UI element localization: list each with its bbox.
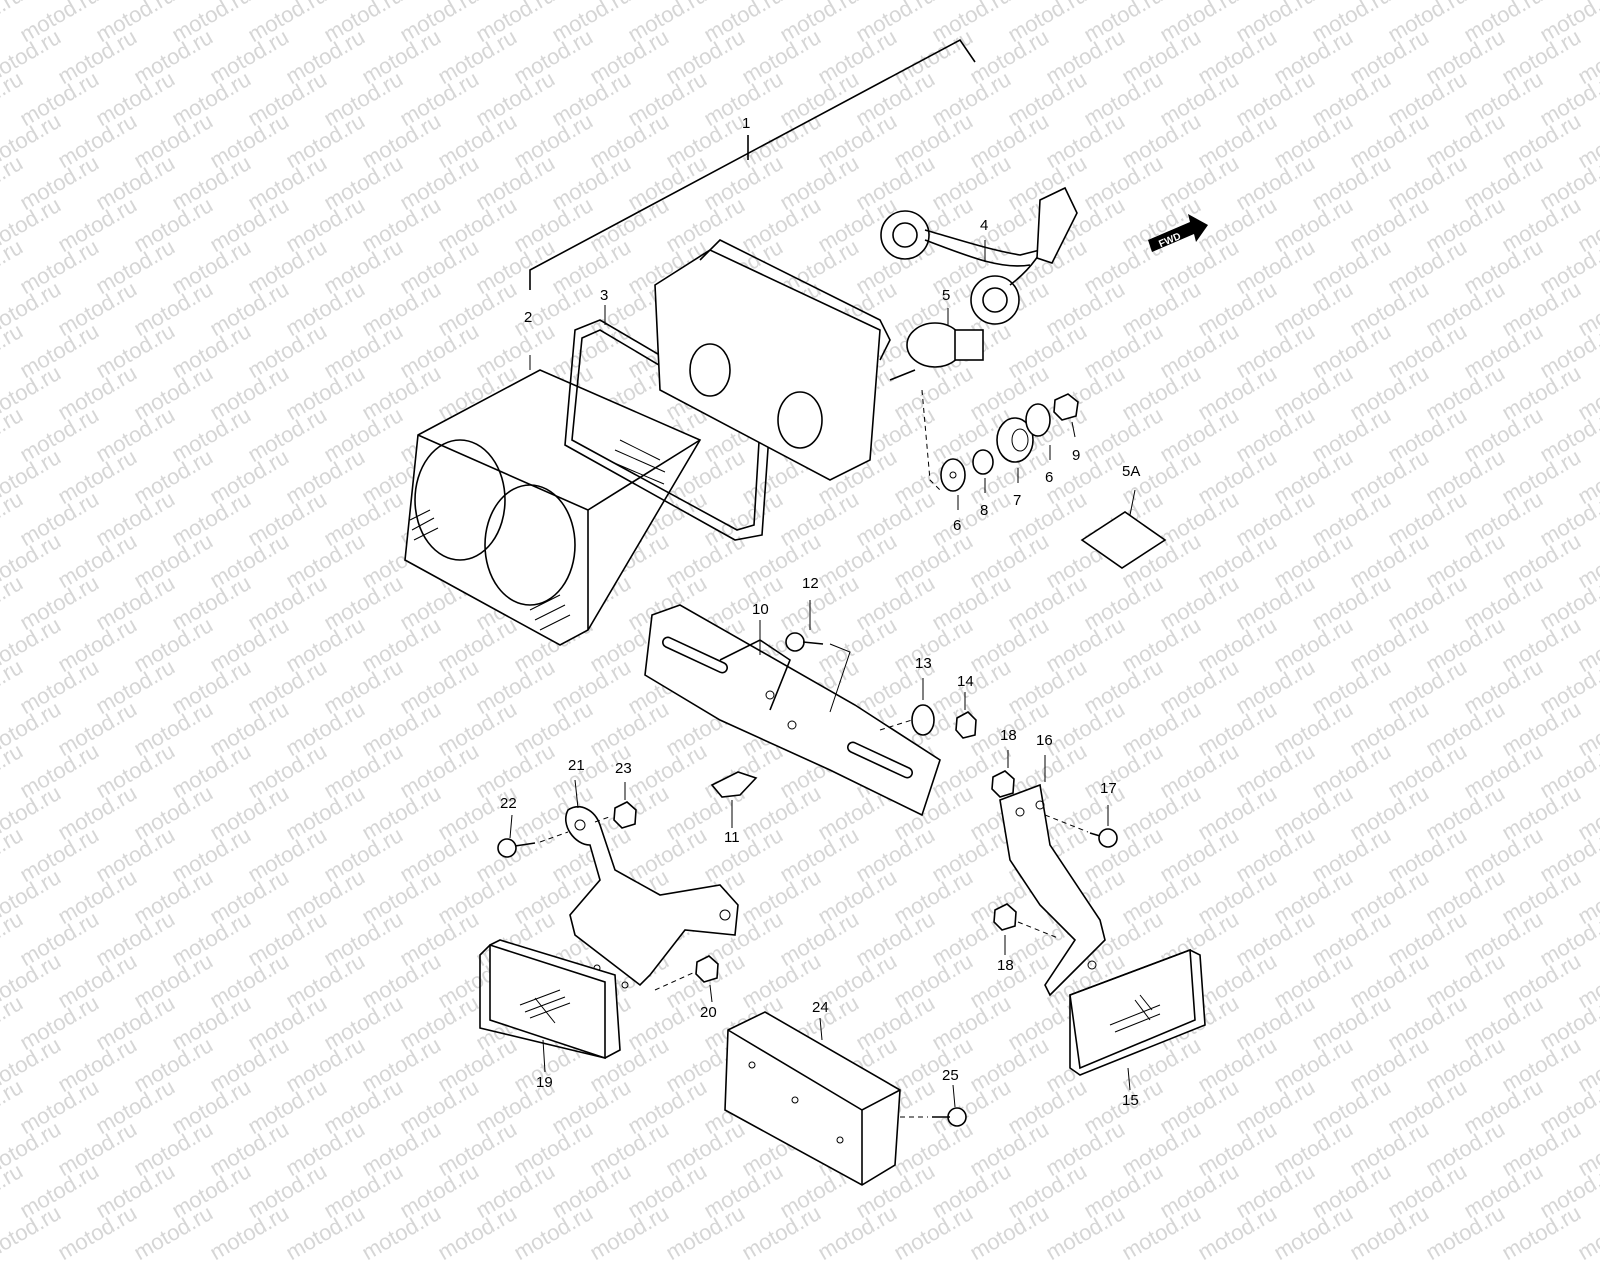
svg-text:FWD: FWD	[1157, 231, 1182, 250]
part-label-23: 23	[615, 760, 632, 777]
part-label-9: 9	[1072, 447, 1080, 464]
part-label-18a: 18	[1000, 727, 1017, 744]
watermark-text: motod.ru	[129, 1200, 218, 1266]
tail-lens-2	[404, 355, 702, 646]
part-label-12: 12	[802, 575, 819, 592]
watermark-text: motod.ru	[53, 1200, 142, 1266]
watermark-text: motod.ru	[205, 1200, 294, 1266]
bolt-22	[497, 814, 569, 858]
part-label-3: 3	[600, 287, 608, 304]
bolt-12	[785, 600, 851, 713]
right-bracket-16	[999, 755, 1106, 997]
watermark-text: motod.ru	[1269, 1200, 1358, 1266]
fastener-leader	[921, 389, 941, 491]
part-label-6a: 6	[953, 517, 961, 534]
watermark-text: motod.ru	[1345, 1200, 1434, 1266]
part-label-16: 16	[1036, 732, 1053, 749]
part-label-18b: 18	[997, 957, 1014, 974]
part-label-13: 13	[915, 655, 932, 672]
part-label-19: 19	[536, 1074, 553, 1091]
watermark-text: motod.ru	[281, 1200, 370, 1266]
watermark-text: motod.ru	[0, 1200, 66, 1266]
bolt-25	[900, 1084, 967, 1127]
reflector-19	[479, 939, 621, 1073]
left-bracket-21	[565, 779, 739, 989]
grommet-7	[996, 417, 1034, 483]
forward-arrow-icon: FWD	[1148, 214, 1208, 252]
watermark-text: motod.ru	[737, 1200, 826, 1266]
part-label-11: 11	[724, 829, 740, 846]
bulb-5	[906, 308, 984, 368]
watermark-text: motod.ru	[1497, 1200, 1586, 1266]
watermark-text: motod.ru	[1041, 1200, 1130, 1266]
watermark-text: motod.ru	[889, 1200, 978, 1266]
gasket-3	[564, 305, 771, 541]
spacer-8	[972, 449, 994, 493]
watermark-text: motod.ru	[357, 1200, 446, 1266]
watermark-text: motod.ru	[1117, 1200, 1206, 1266]
exploded-parts-diagram: FWD	[404, 38, 1208, 1186]
nut-23	[594, 782, 637, 829]
clip-11	[710, 771, 758, 828]
part-label-17: 17	[1100, 780, 1117, 797]
part-label-22: 22	[500, 795, 517, 812]
license-plate-24	[724, 1011, 901, 1186]
license-bracket-10	[644, 604, 941, 817]
part-number-labels: 1 2 3 4 5 5A 6 8 7 6 9 10 12 13 14 11 21…	[500, 115, 1140, 1109]
nut-18b	[993, 903, 1059, 955]
bolt-17	[1044, 805, 1118, 848]
part-label-2: 2	[524, 309, 532, 326]
watermark-text: motod.ru	[965, 1200, 1054, 1266]
part-label-21: 21	[568, 757, 585, 774]
washer-6b	[1025, 403, 1051, 460]
watermark-text: motod.ru	[1193, 1200, 1282, 1266]
part-label-10: 10	[752, 601, 769, 618]
tail-light-housing	[654, 239, 916, 481]
part-label-24: 24	[812, 999, 829, 1016]
assembly-bracket-1	[529, 38, 976, 290]
part-label-7: 7	[1013, 492, 1021, 509]
part-label-1: 1	[742, 115, 750, 132]
reflector-15	[1069, 948, 1206, 1091]
nut-14	[955, 692, 977, 739]
part-label-8: 8	[980, 502, 988, 519]
watermark-text: motod.ru	[433, 1200, 522, 1266]
watermark-text: motod.ru	[813, 1200, 902, 1266]
watermark-text: motod.ru	[509, 1200, 598, 1266]
part-label-20: 20	[700, 1004, 717, 1021]
part-label-15: 15	[1122, 1092, 1139, 1109]
nut-20	[654, 955, 719, 1003]
watermark-text: motod.ru	[1573, 1200, 1600, 1266]
socket-harness-4	[880, 186, 1078, 325]
nut-18a	[991, 750, 1015, 798]
nut-9	[1053, 393, 1079, 438]
part-label-14: 14	[957, 673, 974, 690]
label-plate-5a	[1080, 489, 1167, 569]
part-label-5a: 5A	[1122, 463, 1140, 480]
part-label-6b: 6	[1045, 469, 1053, 486]
watermark-text: motod.ru	[661, 1200, 750, 1266]
part-label-25: 25	[942, 1067, 959, 1084]
washer-13	[879, 678, 935, 736]
washer-6a	[940, 458, 966, 510]
watermark-text: motod.ru	[1421, 1200, 1510, 1266]
watermark-text: motod.ru	[585, 1200, 674, 1266]
part-label-5: 5	[942, 287, 950, 304]
part-label-4: 4	[980, 217, 988, 234]
